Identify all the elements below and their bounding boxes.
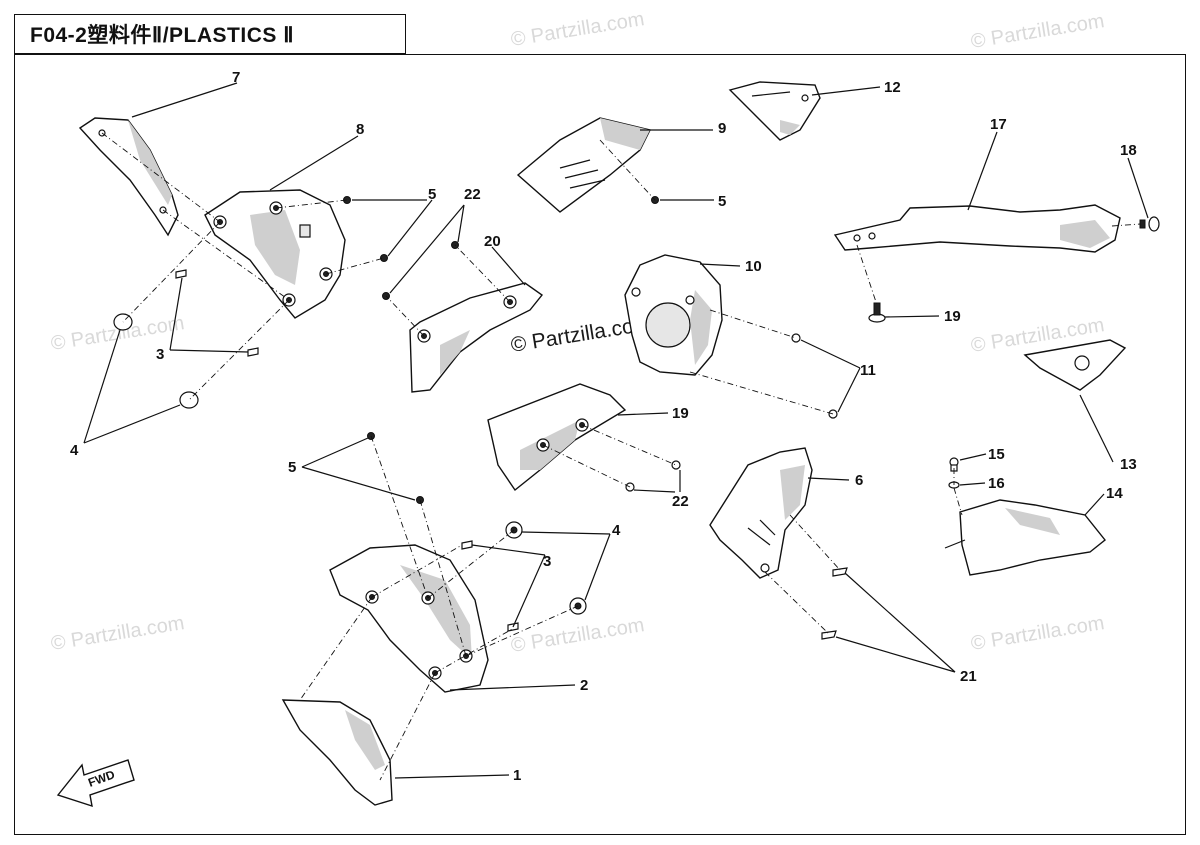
part-19-rivet-bottom[interactable] xyxy=(868,302,886,323)
part-3-screw[interactable] xyxy=(175,269,187,279)
callout-numbers: 7 8 5 22 20 9 5 12 17 18 19 10 11 19 22 … xyxy=(70,69,1137,784)
callout-11: 11 xyxy=(860,362,876,379)
part-13-top-cover[interactable] xyxy=(728,81,821,141)
watermark: © Partzilla.com xyxy=(49,612,186,655)
part-3-screw[interactable] xyxy=(461,540,473,550)
callout-14: 13 xyxy=(1120,456,1137,473)
watermarks: © Partzilla.com © Partzilla.com © Partzi… xyxy=(49,8,1106,657)
callout-3: 3 xyxy=(156,346,164,363)
part-5-nut[interactable] xyxy=(380,254,388,262)
callout-20: 19 xyxy=(672,405,689,422)
callout-19: 18 xyxy=(1120,142,1137,159)
part-2-front-fender-panel[interactable] xyxy=(329,544,489,693)
callout-18: 17 xyxy=(990,116,1007,133)
callout-22: 22 xyxy=(672,493,689,510)
callout-12: 21 xyxy=(960,668,977,685)
callout-6: 6 xyxy=(855,472,863,489)
watermark: © Partzilla.com xyxy=(509,8,646,51)
callout-4: 4 xyxy=(612,522,621,539)
part-10-lock-panel[interactable] xyxy=(624,254,723,376)
callout-9: 9 xyxy=(718,120,726,137)
title-box xyxy=(14,14,406,54)
part-4-grommet[interactable] xyxy=(179,391,199,409)
watermark: © Partzilla.com xyxy=(509,614,646,657)
diagram-title: F04-2塑料件Ⅱ/PLASTICS Ⅱ xyxy=(30,24,295,47)
diagram-frame xyxy=(14,54,1186,835)
callout-4: 4 xyxy=(70,442,79,459)
callout-8: 8 xyxy=(356,121,364,138)
part-19-rivet-top[interactable] xyxy=(1139,216,1160,232)
callout-5: 5 xyxy=(288,459,296,476)
part-9-fuel-cover[interactable] xyxy=(516,117,652,213)
part-11-screw[interactable] xyxy=(828,409,838,419)
callout-5: 5 xyxy=(718,193,726,210)
callout-17: 16 xyxy=(988,475,1005,492)
callout-5: 5 xyxy=(428,186,436,203)
callout-3: 3 xyxy=(543,553,551,570)
callout-2: 2 xyxy=(580,677,588,694)
watermark: © Partzilla.com xyxy=(969,10,1106,53)
part-11-screw[interactable] xyxy=(791,333,801,343)
callout-10: 10 xyxy=(745,258,762,275)
leader-lines xyxy=(83,82,1149,779)
part-18-rear-fender[interactable] xyxy=(833,204,1121,253)
part-1-lower-panel[interactable] xyxy=(281,699,393,806)
part-12-rivet[interactable] xyxy=(821,630,837,640)
callout-1: 1 xyxy=(513,767,521,784)
part-22-nut[interactable] xyxy=(671,460,681,470)
assembly-lines xyxy=(101,132,1141,781)
callout-7: 7 xyxy=(232,69,240,86)
hardware xyxy=(113,196,848,640)
callout-13: 12 xyxy=(884,79,901,96)
watermark: © Partzilla.com xyxy=(969,612,1106,655)
fwd-arrow: FWD xyxy=(56,759,135,808)
part-14-small-cover[interactable] xyxy=(1023,339,1127,391)
callout-19: 19 xyxy=(944,308,961,325)
part-20-floor-panel[interactable] xyxy=(487,383,627,492)
part-7-side-cover[interactable] xyxy=(78,117,179,237)
callout-22: 22 xyxy=(464,186,481,203)
part-15-rear-cover[interactable] xyxy=(944,499,1106,576)
callout-21: 20 xyxy=(484,233,501,250)
part-12-rivet[interactable] xyxy=(832,567,848,577)
part-8-radiator-shroud[interactable] xyxy=(204,189,346,319)
callout-15: 14 xyxy=(1106,485,1123,502)
part-6-side-cover[interactable] xyxy=(709,447,813,579)
callout-16: 15 xyxy=(988,446,1005,463)
part-3-screw[interactable] xyxy=(247,347,259,357)
